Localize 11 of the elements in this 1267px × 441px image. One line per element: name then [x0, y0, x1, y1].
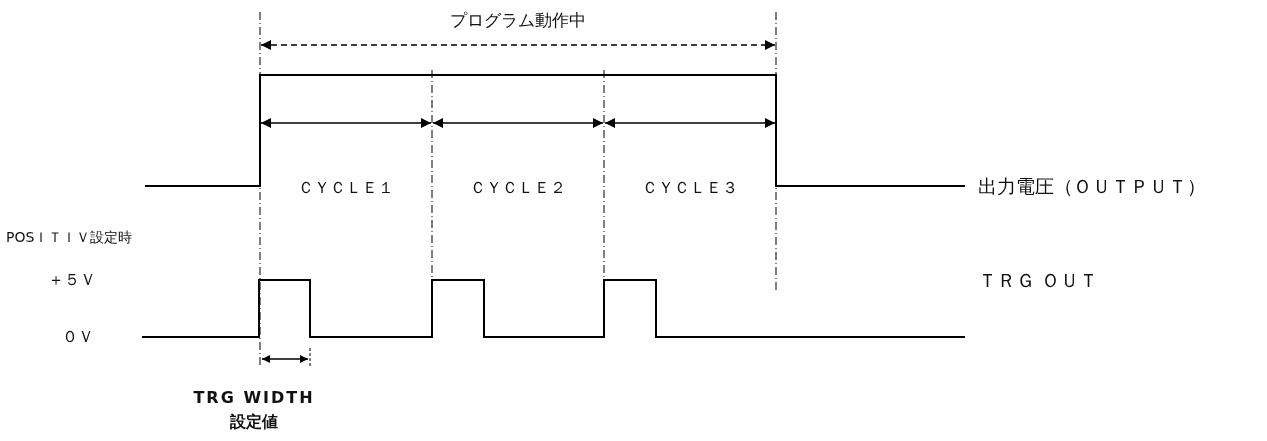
- cycle-label: ＣＹＣＬＥ３: [642, 178, 738, 198]
- signal-label: ＴＲＧ ＯＵＴ: [978, 270, 1099, 290]
- mode-label: POSＩＴＩＶ設定時: [6, 228, 133, 247]
- level-label: ０Ｖ: [62, 327, 94, 347]
- cycle-label: ＣＹＣＬＥ２: [470, 178, 566, 198]
- span-label: プログラム動作中: [450, 10, 586, 30]
- width-label: TRG WIDTH: [193, 388, 315, 408]
- level-label: ＋５Ｖ: [48, 270, 96, 290]
- width-label: 設定値: [230, 412, 278, 432]
- signal-label: 出力電圧（ＯＵＴＰＵＴ）: [978, 176, 1206, 196]
- cycle-label: ＣＹＣＬＥ１: [298, 178, 394, 198]
